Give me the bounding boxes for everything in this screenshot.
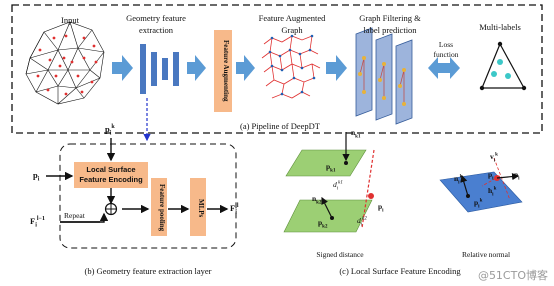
rn-pk-label: pik (474, 198, 483, 210)
rn-pi-label: pi (488, 170, 494, 182)
pipeline-arrows (112, 55, 460, 81)
lsfe-label-line1: Local Surface (86, 165, 136, 174)
signed-distance-label: Signed distance (316, 250, 364, 259)
feature-pooling-box (151, 178, 167, 236)
signed-pi-label: pi (378, 202, 384, 214)
feature-augmenting-box (214, 30, 232, 112)
f-out-label: Fil (230, 203, 239, 216)
pipeline-caption: (a) Pipeline of DeepDT (239, 121, 321, 131)
rn-nk-label: nik (454, 174, 463, 186)
f-in-label: Fil−1 (30, 216, 45, 229)
geometry-layer-caption: (b) Geometry feature extraction layer (84, 266, 212, 276)
mlps-label: MLPs (197, 198, 205, 218)
pipeline-frame (11, 4, 543, 134)
geometry-extraction-bars (140, 44, 179, 94)
repeat-label: Repeat (64, 211, 85, 220)
loss-label-line2: function (433, 50, 459, 59)
relative-normal-label: Relative normal (461, 250, 511, 259)
p-k1-label: pk1 (326, 162, 336, 174)
relative-normal-figure (439, 157, 523, 213)
pi-label: pi (33, 170, 40, 183)
repeat-arrow (60, 212, 109, 223)
geometry-label-line2: extraction (139, 25, 173, 35)
input-label: Input (61, 15, 79, 25)
d-k1-label: dik1 (333, 180, 343, 192)
geometry-label-line1: Geometry feature (126, 13, 186, 23)
lsfe-label-line2: Feature Encoding (79, 175, 143, 184)
multi-labels-label: Multi-labels (479, 22, 521, 32)
mlps-box (190, 178, 206, 236)
augmented-graph (261, 35, 321, 99)
loss-label-line1: Loss (438, 40, 454, 49)
augmented-graph-nodes (268, 34, 316, 96)
input-mesh (25, 21, 105, 105)
lsfe-box (74, 162, 148, 188)
n-k2-label: nk2 (312, 194, 322, 206)
multi-labels-triangle (479, 41, 527, 91)
p-k2-label: pk2 (318, 218, 328, 230)
rn-ni-label: ni (514, 170, 520, 182)
lsfe-panel-caption: (c) Local Surface Feature Encoding (339, 266, 461, 276)
pk-label: pik (105, 124, 115, 137)
d-k2-label: dik2 (357, 216, 367, 228)
watermark: @51CTO博客 (477, 269, 548, 282)
feature-pooling-label: Feature pooling (158, 184, 166, 232)
filtering-label-line1: Graph Filtering & (359, 13, 421, 23)
rn-h-label: hik (488, 186, 497, 198)
geometry-layer-frame (59, 143, 237, 249)
signed-distance-figure (283, 132, 375, 233)
augmented-graph-label-line1: Feature Augmented (258, 13, 326, 23)
augmented-graph-label-line2: Graph (281, 25, 303, 35)
n-k1-label: nk1 (351, 128, 361, 140)
feature-augmenting-label: Feature Augmenting (222, 40, 230, 102)
input-points (36, 34, 98, 96)
filtering-label-line2: label prediction (363, 25, 417, 35)
rn-v-label: vik (490, 152, 498, 164)
concat-symbol (104, 202, 118, 216)
graph-filtering-panels (355, 27, 413, 125)
